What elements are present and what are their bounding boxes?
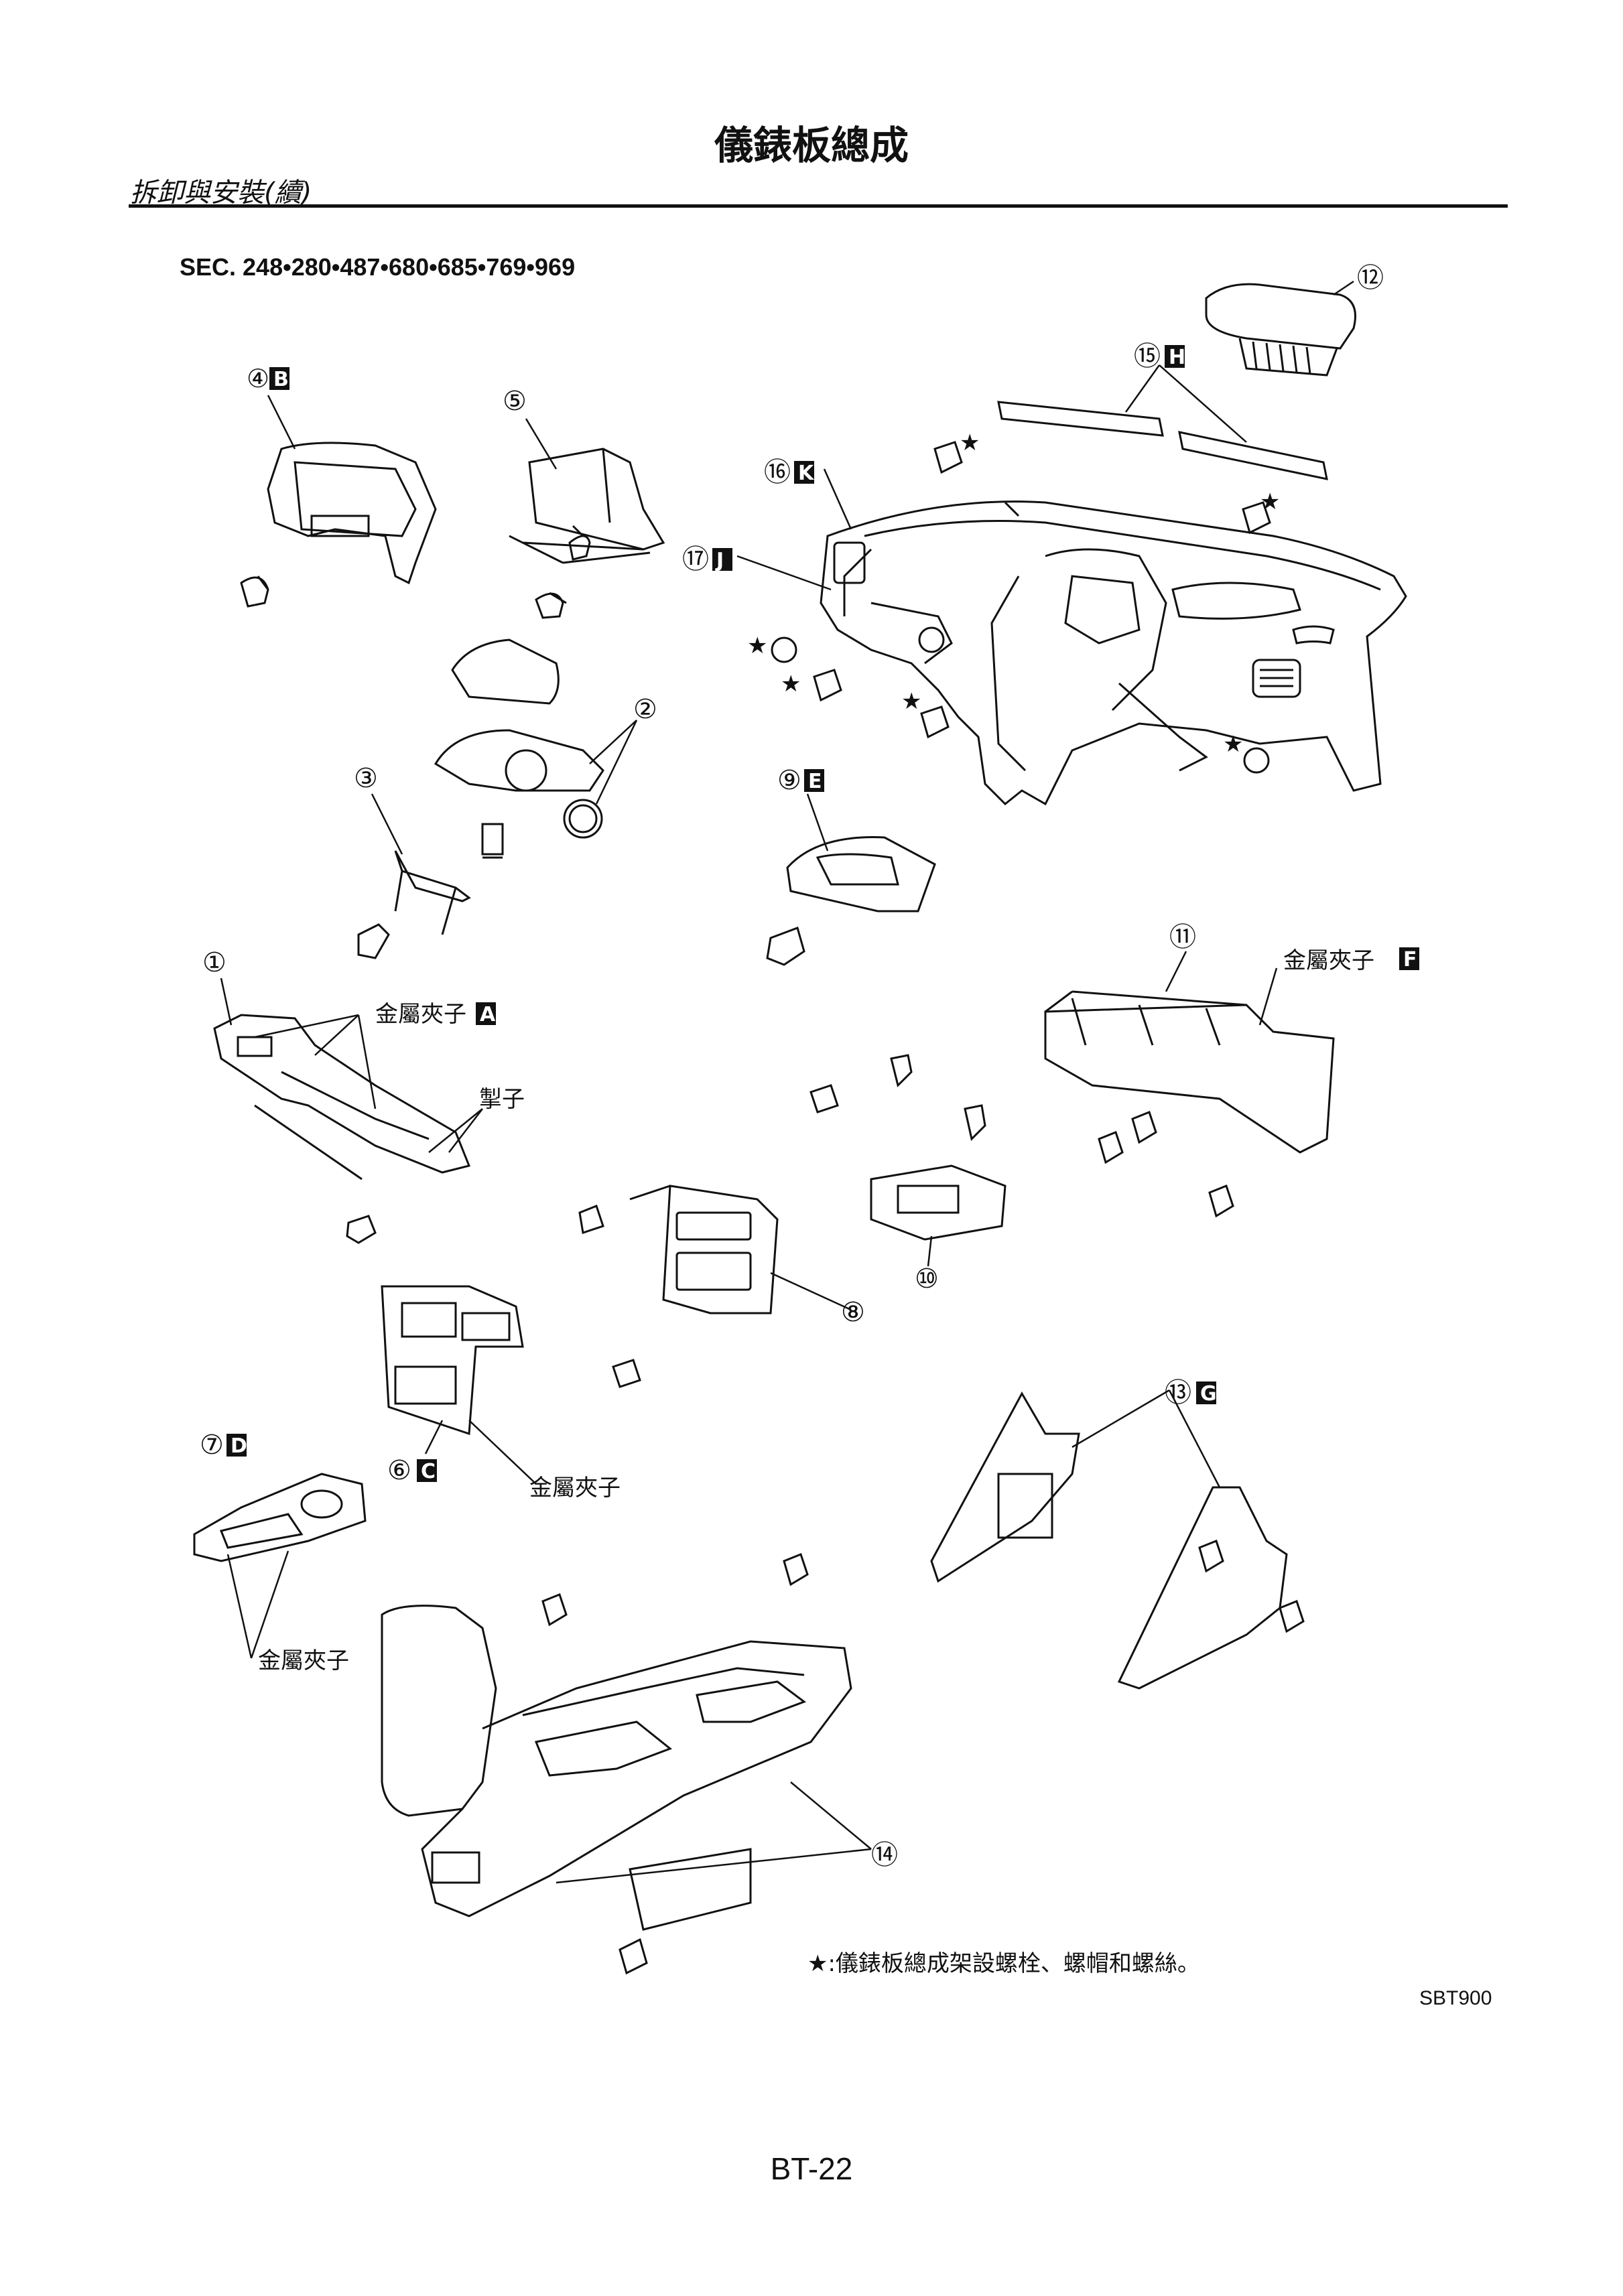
cup-holder-finisher-drawing <box>193 1473 367 1562</box>
callout-4: ④ <box>247 364 269 393</box>
dash-fasteners-drawing <box>771 441 1271 774</box>
glove-box-drawing <box>1044 990 1335 1218</box>
star-6: ★ <box>1223 731 1243 758</box>
fastener-note: ★:儀錶板總成架設螺栓、螺帽和螺絲。 <box>807 1950 1200 1977</box>
figure-id: SBT900 <box>1419 1987 1492 2009</box>
audio-unit-drawing <box>578 1185 779 1388</box>
kick-panel-drawing <box>930 1391 1305 1690</box>
callout-4-letter-box <box>269 367 289 390</box>
callout-17-letter-box <box>712 548 732 571</box>
console-finisher-drawing <box>766 836 936 966</box>
steering-column-cover-drawing <box>434 638 604 859</box>
callout-1: ① <box>202 947 226 978</box>
lower-cover-drawing <box>213 1014 471 1244</box>
metal-clip-a-letter-box <box>476 1002 496 1025</box>
callout-9-letter: E <box>808 770 822 793</box>
callout-2: ② <box>633 694 657 725</box>
metal-clip-f-letter: F <box>1403 948 1417 971</box>
bracket-drawing <box>357 850 471 959</box>
metal-clip-a-label: 金屬夾子 <box>375 1001 466 1028</box>
callout-4-letter: B <box>273 368 289 391</box>
leader-lines <box>220 280 1354 1884</box>
star-1: ★ <box>960 429 980 456</box>
cluster-lid-b-drawing <box>509 448 665 619</box>
callout-10: ⑩ <box>915 1264 939 1294</box>
callout-7-letter-box <box>226 1434 247 1457</box>
glove-box-upper-drawing <box>997 283 1356 480</box>
part-labels: 金屬夾子 A 掣子 金屬夾子 F 金屬夾子 金屬夾子 <box>258 947 1419 1674</box>
callout-16-letter-box <box>794 461 814 484</box>
metal-clip-a-letter: A <box>480 1003 496 1026</box>
callout-15-letter: H <box>1169 346 1185 369</box>
callout-15: ⑮ <box>1134 341 1161 372</box>
callout-14: ⑭ <box>871 1840 898 1871</box>
callout-5: ⑤ <box>503 386 527 417</box>
callout-6-letter: C <box>421 1460 436 1483</box>
callout-16-letter: K <box>798 462 815 485</box>
callout-13: ⑬ <box>1165 1377 1191 1408</box>
section-code: SEC. 248•280•487•680•685•769•969 <box>180 253 576 281</box>
page-title: 儀錶板總成 <box>714 123 909 168</box>
callout-8: ⑧ <box>841 1297 865 1328</box>
star-5: ★ <box>901 688 921 715</box>
callout-markers: ④ B ⑤ ② ③ ① ⑨ E ⑪ ⑩ ⑧ ⑥ C ⑦ D ⑬ G ⑭ ⑫ ⑮ … <box>200 263 1384 1871</box>
callout-3: ③ <box>354 763 378 794</box>
callout-7-letter: D <box>231 1434 247 1458</box>
metal-clip-c-label: 金屬夾子 <box>529 1475 621 1501</box>
callout-13-letter-box <box>1196 1381 1216 1404</box>
pawl-label: 掣子 <box>479 1086 525 1113</box>
callout-12: ⑫ <box>1357 263 1384 293</box>
metal-clip-f-letter-box <box>1399 947 1419 970</box>
callout-6: ⑥ <box>387 1455 411 1486</box>
callout-17-letter: J <box>715 549 724 572</box>
metal-clip-f-label: 金屬夾子 <box>1283 947 1374 974</box>
audio-bracket-drawing <box>809 1054 1007 1241</box>
center-ventilator-drawing <box>381 1285 524 1436</box>
header-rule <box>129 204 1508 208</box>
star-3: ★ <box>747 632 767 659</box>
callout-13-letter: G <box>1200 1382 1217 1406</box>
page-number: BT-22 <box>770 2151 853 2186</box>
callout-9-letter-box <box>804 769 824 792</box>
star-markers: ★ ★ ★ ★ ★ ★ <box>747 429 1280 758</box>
instrument-panel-drawing <box>820 500 1407 806</box>
callout-15-letter-box <box>1165 345 1185 368</box>
callout-7: ⑦ <box>200 1430 224 1461</box>
callout-9: ⑨ <box>777 765 801 796</box>
cluster-lid-drawing <box>240 442 437 608</box>
star-2: ★ <box>1260 488 1280 515</box>
callout-16: ⑯ <box>764 457 791 488</box>
center-console-drawing <box>381 1553 852 1975</box>
callout-6-letter-box <box>417 1459 437 1482</box>
metal-clip-d-label: 金屬夾子 <box>258 1647 349 1674</box>
section-subheading: 拆卸與安裝(續) <box>130 178 312 208</box>
callout-11: ⑪ <box>1169 922 1196 953</box>
star-4: ★ <box>781 671 801 697</box>
callout-17: ⑰ <box>682 544 709 575</box>
